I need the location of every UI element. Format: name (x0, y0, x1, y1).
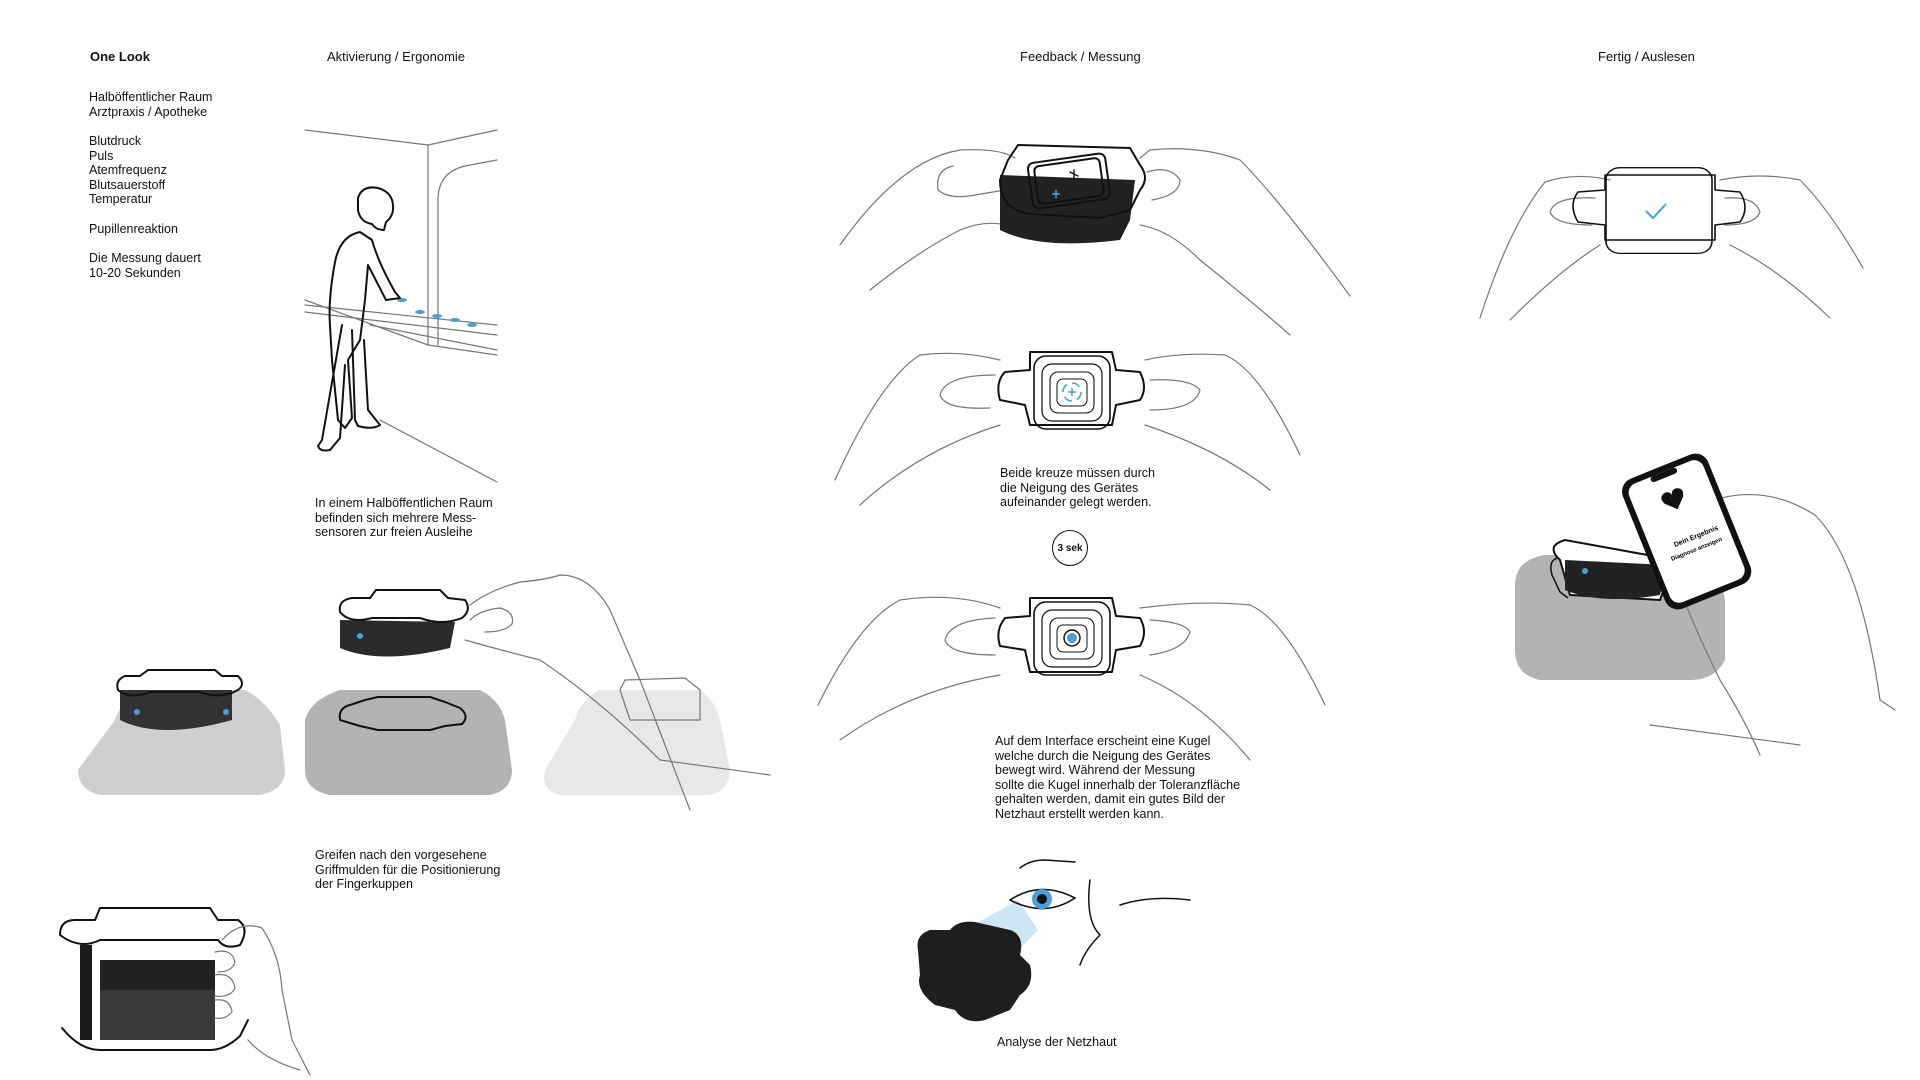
section-feedback-heading: Feedback / Messung (1020, 49, 1141, 64)
person-figure (317, 186, 401, 452)
timer-label: 3 sek (1057, 542, 1083, 554)
caption-crosses: Beide kreuze müssen durch die Neigung de… (1000, 466, 1155, 509)
caption-sphere: Auf dem Interface erscheint eine Kugel w… (995, 734, 1241, 821)
docking-stations (78, 574, 771, 811)
feedback-device-crosses (834, 351, 1301, 506)
caption-retina: Analyse der Netzhaut (997, 1035, 1117, 1049)
timer-badge: 3 sek (1052, 530, 1088, 566)
room-illustration (304, 129, 498, 483)
section-done-heading: Fertig / Auslesen (1598, 49, 1695, 64)
intro-duration: Die Messung dauert 10-20 Sekunden (89, 251, 201, 280)
retina-scan (917, 859, 1191, 1022)
page-title: One Look (90, 49, 150, 64)
caption-room: In einem Halböffentlichen Raum befinden … (315, 496, 493, 539)
intro-context: Halböffentlicher Raum Arztpraxis / Apoth… (89, 90, 213, 119)
section-activation-heading: Aktivierung / Ergonomie (327, 49, 466, 64)
feedback-device-tilted (839, 144, 1351, 336)
caption-grip: Greifen nach den vorgesehene Griffmulden… (315, 848, 501, 891)
intro-pupil: Pupillenreaktion (89, 222, 178, 236)
done-phone-readout: Dein Ergebnis Diagnose anzeigen (1515, 453, 1896, 756)
done-device-check (1479, 167, 1864, 321)
grip-closeup (59, 907, 311, 1076)
intro-measures: Blutdruck Puls Atemfrequenz Blutsauersto… (89, 134, 167, 206)
feedback-device-sphere (817, 596, 1326, 761)
